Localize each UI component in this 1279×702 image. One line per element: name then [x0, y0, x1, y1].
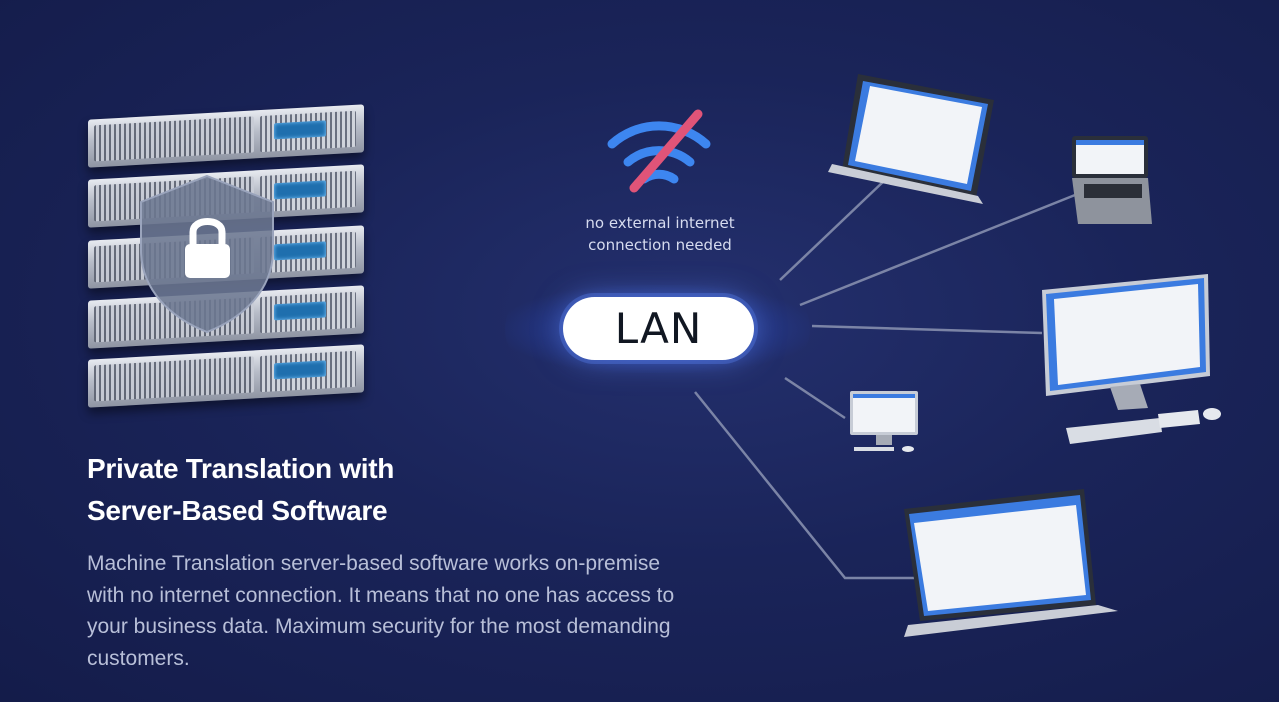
description-line-2: with no internet connection. It means th… [87, 583, 675, 607]
line-to-desktop-2 [784, 376, 846, 420]
lock-shield-icon [135, 172, 280, 337]
laptop-1 [828, 72, 998, 215]
desktop-1 [1040, 272, 1225, 452]
description-line-4: customers. [87, 646, 190, 670]
no-internet-caption: no external internet connection needed [560, 212, 760, 256]
description: Machine Translation server-based softwar… [87, 548, 747, 674]
laptop-3 [900, 485, 1120, 648]
wifi-off-icon [604, 108, 714, 201]
line-to-laptop-3 [694, 391, 915, 580]
line-to-laptop-1 [779, 179, 886, 281]
headline-line-1: Private Translation with [87, 453, 395, 484]
headline: Private Translation with Server-Based So… [87, 448, 394, 532]
line-to-desktop-1 [811, 324, 1043, 335]
line-to-laptop-2 [799, 193, 1076, 307]
no-internet-line-1: no external internet [585, 214, 735, 232]
desktop-2 [848, 389, 920, 458]
headline-line-2: Server-Based Software [87, 495, 388, 526]
lan-hub: LAN [563, 297, 754, 360]
laptop-2 [1068, 134, 1154, 233]
description-line-3: your business data. Maximum security for… [87, 615, 671, 638]
description-line-1: Machine Translation server-based softwar… [87, 552, 661, 575]
no-internet-line-2: connection needed [588, 236, 732, 254]
